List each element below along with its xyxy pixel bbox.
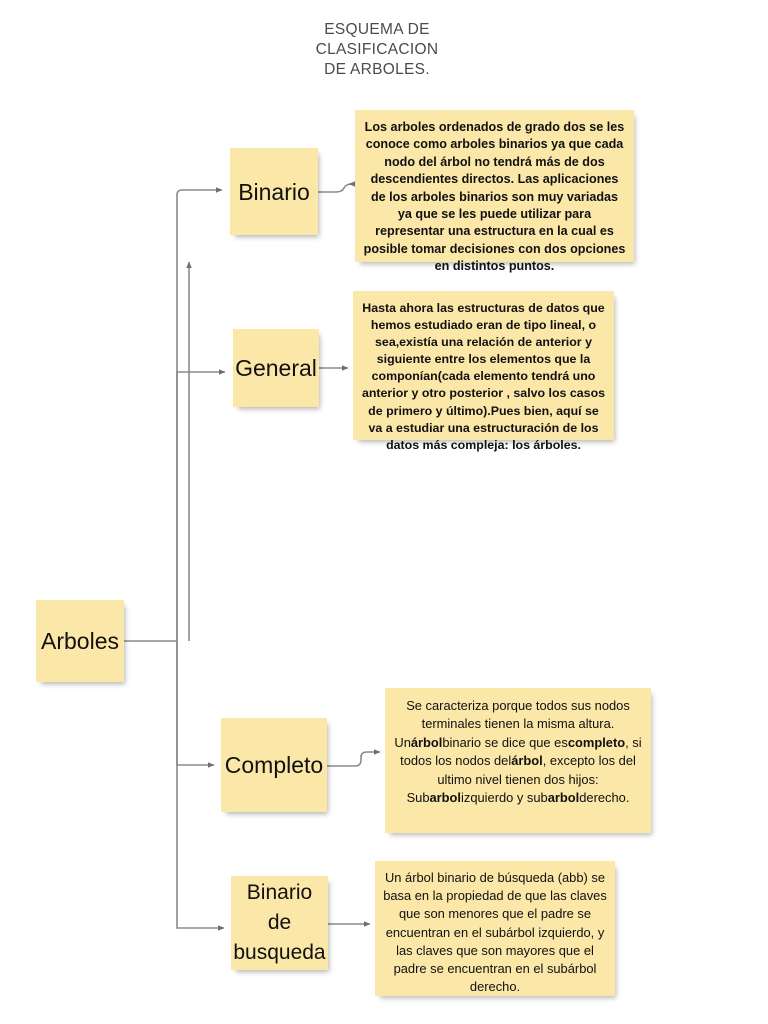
description-general: Hasta ahora las estructuras de datos que… — [353, 291, 614, 452]
wire-trunk-completo — [176, 641, 215, 768]
description-completo: Se caracteriza porque todos sus nodos te… — [385, 688, 651, 833]
wire-trunk-general — [176, 369, 226, 641]
node-busqueda[interactable]: Binario de busqueda — [231, 876, 328, 970]
description-busqueda-text: Un árbol binario de búsqueda (abb) se ba… — [383, 870, 607, 995]
description-completo-text: Se caracteriza porque todos sus nodos te… — [394, 698, 642, 806]
node-busqueda-label: Binario de busqueda — [233, 881, 326, 964]
node-general[interactable]: General — [233, 329, 319, 407]
wire-completo-desc — [327, 749, 381, 767]
node-completo[interactable]: Completo — [221, 718, 327, 812]
description-binario: Los arboles ordenados de grado dos se le… — [355, 110, 634, 273]
wire-binario-desc — [318, 181, 355, 193]
node-completo-label: Completo — [224, 752, 324, 778]
wire-trunk-main — [176, 187, 223, 641]
wire-trunk-busqueda — [176, 641, 225, 931]
description-binario-text: Los arboles ordenados de grado dos se le… — [363, 120, 626, 274]
node-arboles-label: Arboles — [41, 628, 119, 654]
page-title: ESQUEMA DE CLASIFICACION DE ARBOLES. — [315, 21, 439, 78]
description-general-text: Hasta ahora las estructuras de datos que… — [361, 301, 606, 452]
node-arboles[interactable]: Arboles — [36, 600, 124, 682]
description-busqueda: Un árbol binario de búsqueda (abb) se ba… — [375, 861, 615, 996]
node-binario[interactable]: Binario — [230, 148, 318, 235]
node-general-label: General — [235, 355, 317, 381]
node-binario-label: Binario — [238, 178, 310, 205]
